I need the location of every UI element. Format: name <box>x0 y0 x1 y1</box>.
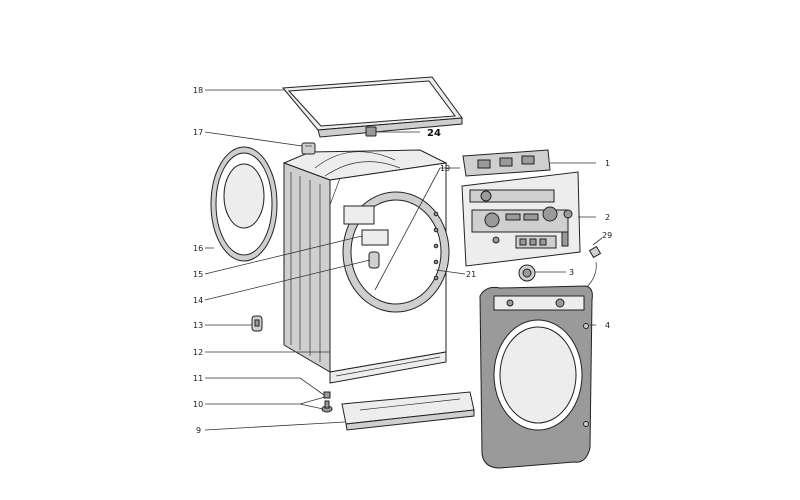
label-11: 11 <box>193 374 203 383</box>
door-glass <box>210 146 278 262</box>
label-24: 24 <box>427 128 441 139</box>
label-2: 2 <box>605 213 610 222</box>
adjustable-foot-lower <box>321 400 333 413</box>
cabinet <box>282 149 450 384</box>
leader-lines <box>204 89 603 431</box>
door-seal-clip <box>361 229 389 246</box>
program-knob <box>518 264 536 282</box>
control-board <box>461 171 581 267</box>
label-1: 1 <box>605 159 610 168</box>
label-19: 19 <box>440 164 450 173</box>
label-13: 13 <box>193 321 203 330</box>
kick-plate <box>341 391 475 431</box>
label-16: 16 <box>193 244 203 253</box>
top-panel <box>281 76 463 138</box>
top-panel-clip <box>365 126 377 137</box>
label-3: 3 <box>569 268 574 277</box>
label-4: 4 <box>605 321 610 330</box>
label-14: 14 <box>193 296 203 305</box>
label-10: 10 <box>193 400 203 409</box>
connector <box>585 245 602 289</box>
label-12: 12 <box>193 348 203 357</box>
label-21: 21 <box>466 270 476 279</box>
front-panel <box>479 285 593 469</box>
label-18: 18 <box>193 86 203 95</box>
label-15: 15 <box>193 270 203 279</box>
drain-filter-cover <box>368 251 380 269</box>
label-17: 17 <box>193 128 203 137</box>
door-lock <box>251 315 263 332</box>
control-panel-top <box>462 149 551 177</box>
label-29: 29 <box>602 231 612 240</box>
hinge-bracket <box>301 142 316 155</box>
label-9: 9 <box>196 426 201 435</box>
